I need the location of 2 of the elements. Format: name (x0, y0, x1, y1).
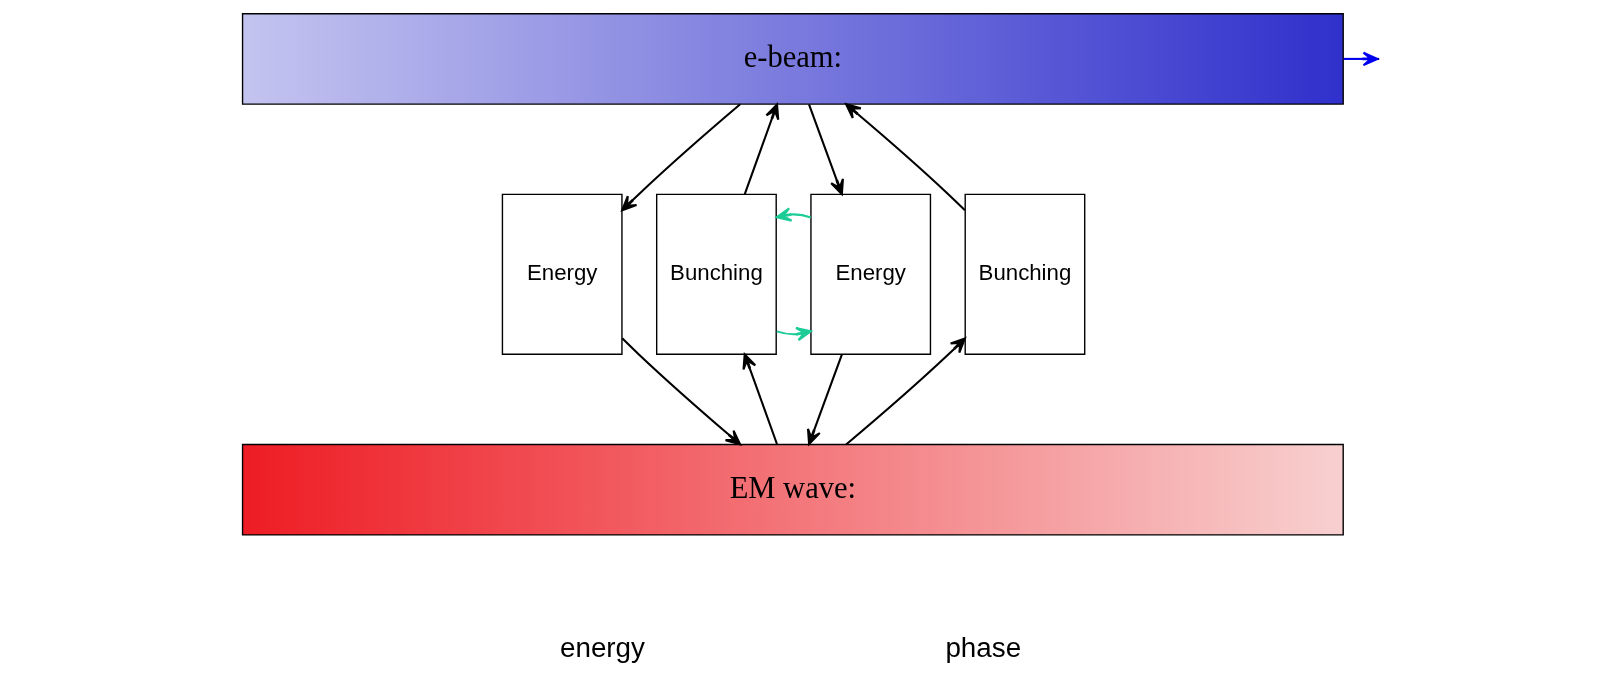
label: energy (559, 632, 645, 664)
label: phase (944, 632, 1021, 664)
